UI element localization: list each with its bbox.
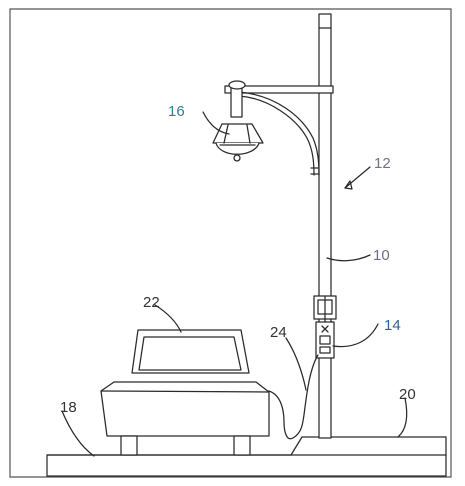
leader-12: [345, 167, 370, 188]
vehicle-wheel-right: [234, 436, 250, 455]
lamp-head-shade: [213, 124, 263, 143]
reference-label-24: 24: [270, 324, 287, 341]
reference-label-10: 10: [373, 247, 390, 264]
lamp-head-rib-right: [247, 125, 250, 143]
vehicle-wheel-left: [121, 436, 137, 455]
lamp-head-rib-left: [224, 125, 228, 143]
figure-frame: [10, 9, 451, 477]
leader-22: [155, 305, 181, 332]
leader-24: [286, 338, 306, 390]
lamp-post: [319, 14, 331, 438]
arrow-12: [344, 180, 353, 190]
leader-20: [398, 398, 407, 437]
reference-label-18: 18: [60, 399, 77, 416]
charger-socket: [320, 347, 330, 353]
ground-ramp-line: [291, 437, 302, 455]
charger-display: [320, 336, 330, 344]
lamp-arm-outer-curve: [239, 96, 314, 175]
lamp-arm-inner-curve: [239, 92, 319, 175]
reference-labels: 16 12 10 14 22 24 18 20: [60, 103, 416, 416]
reference-label-14: 14: [384, 317, 401, 334]
lamp-head-stem: [231, 86, 242, 117]
lamp-crossbar: [225, 86, 333, 93]
ground-slab: [47, 455, 446, 476]
leader-10: [327, 255, 370, 261]
leader-16: [203, 112, 229, 134]
drawing-lines: [47, 14, 446, 476]
vehicle-body: [101, 382, 269, 436]
lamp-head-bottom-knob: [234, 155, 240, 161]
vehicle-window: [139, 337, 241, 370]
reference-label-20: 20: [399, 386, 416, 403]
charging-cable: [269, 355, 318, 439]
reference-label-22: 22: [143, 294, 160, 311]
leader-14: [333, 324, 378, 347]
vehicle-body-upper-line: [101, 391, 269, 392]
reference-label-16: 16: [168, 103, 185, 120]
charger-connector-mark-cross: [322, 326, 328, 332]
lamp-head-top: [229, 81, 245, 89]
leader-18: [62, 411, 94, 456]
reference-label-12: 12: [374, 155, 391, 172]
lamp-head-globe: [216, 143, 259, 154]
